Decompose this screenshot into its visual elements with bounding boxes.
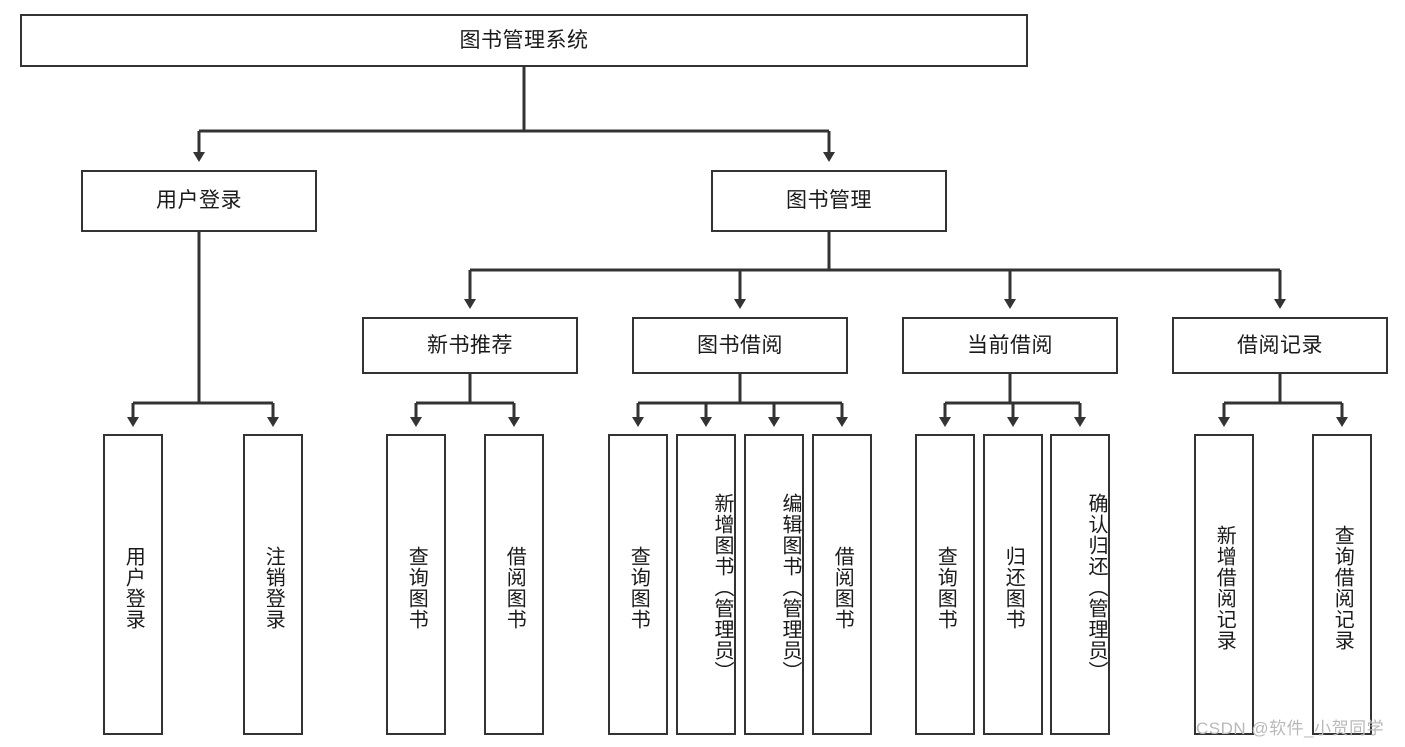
node-leaf-user-login[interactable]: 用户登录 xyxy=(103,434,163,735)
node-label: 注销登录 xyxy=(262,545,285,630)
node-leaf-query-book-current[interactable]: 查询图书 xyxy=(915,434,975,735)
node-label: 图书借阅 xyxy=(697,333,783,357)
node-user-login[interactable]: 用户登录 xyxy=(81,170,317,232)
node-label: 借阅图书 xyxy=(503,545,526,630)
node-label: 查询图书 xyxy=(405,545,428,630)
node-leaf-return-book[interactable]: 归还图书 xyxy=(983,434,1043,735)
node-label: 图书管理 xyxy=(786,189,872,213)
node-label: 新增借阅记录 xyxy=(1213,524,1236,651)
node-label: 借阅图书 xyxy=(831,545,854,630)
node-label: 用户登录 xyxy=(122,545,145,630)
node-book-borrowing[interactable]: 图书借阅 xyxy=(632,317,848,374)
node-label: 当前借阅 xyxy=(967,333,1053,357)
node-borrowing-records[interactable]: 借阅记录 xyxy=(1172,317,1388,374)
node-leaf-confirm-return-admin[interactable]: 确认归还（管理员） xyxy=(1050,434,1110,735)
node-leaf-query-book-newbook[interactable]: 查询图书 xyxy=(386,434,446,735)
node-leaf-borrow-book-borrow[interactable]: 借阅图书 xyxy=(812,434,872,735)
node-label: 确认归还（管理员） xyxy=(1085,493,1107,682)
node-label: 用户登录 xyxy=(156,189,242,213)
node-label: 查询图书 xyxy=(627,545,650,630)
node-new-book-recommendation[interactable]: 新书推荐 xyxy=(362,317,578,374)
node-label: 图书管理系统 xyxy=(459,28,589,52)
node-root-book-management-system[interactable]: 图书管理系统 xyxy=(20,14,1028,67)
node-leaf-add-book-admin[interactable]: 新增图书（管理员） xyxy=(676,434,736,735)
node-label: 编辑图书（管理员） xyxy=(779,493,801,682)
node-label: 归还图书 xyxy=(1002,545,1025,630)
node-leaf-query-book-borrow[interactable]: 查询图书 xyxy=(608,434,668,735)
node-leaf-edit-book-admin[interactable]: 编辑图书（管理员） xyxy=(744,434,804,735)
node-label: 查询图书 xyxy=(934,545,957,630)
node-current-borrowing[interactable]: 当前借阅 xyxy=(902,317,1118,374)
node-leaf-borrow-book-newbook[interactable]: 借阅图书 xyxy=(484,434,544,735)
node-leaf-add-borrow-record[interactable]: 新增借阅记录 xyxy=(1194,434,1254,735)
node-label: 借阅记录 xyxy=(1237,333,1323,357)
node-label: 新书推荐 xyxy=(427,333,513,357)
csdn-watermark: CSDN @软件_小贺同学 xyxy=(1196,719,1385,738)
node-book-management[interactable]: 图书管理 xyxy=(711,170,947,232)
node-label: 查询借阅记录 xyxy=(1331,524,1354,651)
node-leaf-logout[interactable]: 注销登录 xyxy=(243,434,303,735)
node-leaf-query-borrow-record[interactable]: 查询借阅记录 xyxy=(1312,434,1372,735)
node-label: 新增图书（管理员） xyxy=(711,493,733,682)
